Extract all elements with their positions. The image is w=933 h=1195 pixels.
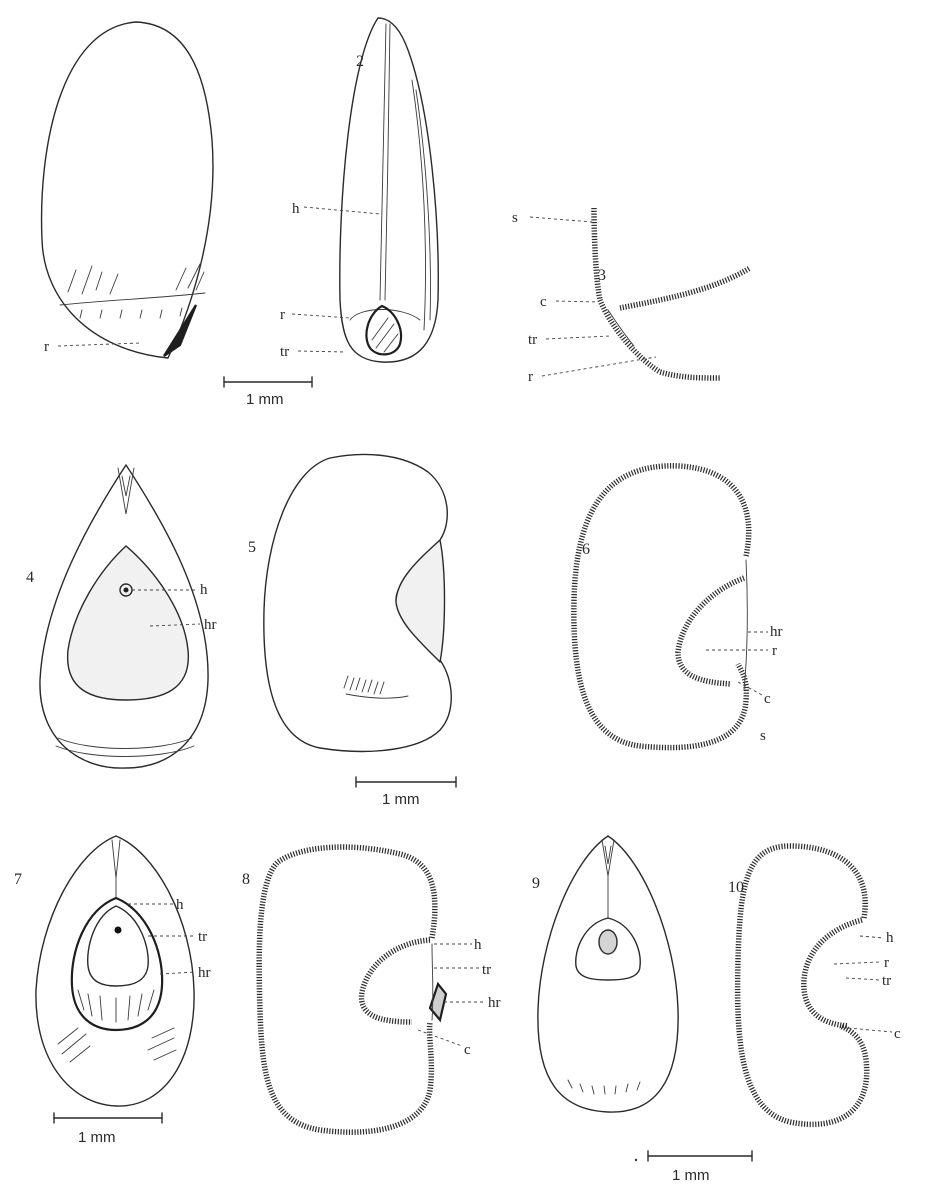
label-s: s	[760, 728, 766, 744]
label-h: h	[292, 201, 300, 217]
label-c: c	[540, 294, 547, 310]
figure-3-seed-coat-section: 3 s c tr r	[512, 208, 750, 385]
leader-line	[58, 343, 140, 346]
label-h: h	[886, 930, 894, 946]
figure-number: 6	[582, 541, 590, 558]
figure-10-seed-section: 10 h r tr c	[728, 846, 901, 1124]
figure-number: 5	[248, 539, 256, 556]
scale-bar-1: 1 mm	[224, 377, 312, 408]
figure-number: 10	[728, 879, 744, 896]
scale-bar-3: 1 mm	[54, 1113, 162, 1146]
figure-2-seed-side-view: 2 h r tr	[280, 18, 438, 362]
label-c: c	[764, 691, 771, 707]
label-tr: tr	[882, 973, 891, 989]
scale-label: 1 mm	[246, 391, 284, 408]
scale-bar-2: 1 mm	[356, 777, 456, 808]
label-h: h	[474, 937, 482, 953]
label-r: r	[528, 369, 533, 385]
label-tr: tr	[198, 929, 207, 945]
label-c: c	[464, 1042, 471, 1058]
figure-number: 4	[26, 569, 34, 586]
label-tr: tr	[528, 332, 537, 348]
label-hr: hr	[204, 617, 217, 633]
scale-bar-4: 1 mm	[635, 1151, 752, 1184]
label-tr: tr	[482, 962, 491, 978]
figure-7-seed-hilum-view: 7 h tr hr	[14, 836, 211, 1106]
figure-number: 7	[14, 871, 22, 888]
label-s: s	[512, 210, 518, 226]
label-r: r	[772, 643, 777, 659]
label-hr: hr	[198, 965, 211, 981]
label-r: r	[280, 307, 285, 323]
label-h: h	[200, 582, 208, 598]
figure-5-seed-lateral-view: 5	[248, 455, 451, 752]
figure-number: 9	[532, 875, 540, 892]
scale-label: 1 mm	[382, 791, 420, 808]
label-c: c	[894, 1026, 901, 1042]
figure-8-seed-section: 8 h tr hr c	[242, 847, 501, 1132]
figure-1-seed-outline: r	[42, 22, 213, 358]
figure-4-seed-hilum-view: 4 h hr	[26, 465, 217, 768]
label-hr: hr	[488, 995, 501, 1011]
figure-number: 8	[242, 871, 250, 888]
label-h: h	[176, 897, 184, 913]
figure-6-seed-section: 6 hr r c s	[574, 466, 783, 748]
scale-label: 1 mm	[78, 1129, 116, 1146]
label-r: r	[884, 955, 889, 971]
label-hr: hr	[770, 624, 783, 640]
scale-label: 1 mm	[672, 1167, 710, 1184]
label-r: r	[44, 339, 49, 355]
label-tr: tr	[280, 344, 289, 360]
figure-9-seed-hilum-view: 9	[532, 836, 678, 1112]
